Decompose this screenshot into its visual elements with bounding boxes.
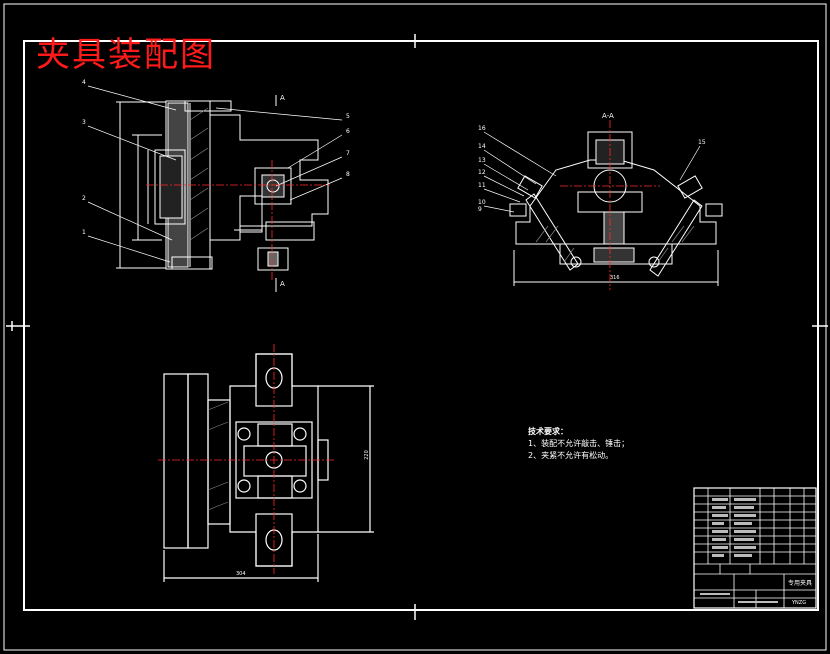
front-centerlines	[146, 160, 330, 280]
balloon-9: 9	[478, 206, 482, 213]
section-label: A-A	[602, 112, 614, 120]
tech-notes-heading: 技术要求：	[528, 427, 568, 436]
balloon-6: 6	[346, 128, 350, 135]
view-marker-top: A	[280, 94, 285, 102]
balloon-3: 3	[82, 119, 86, 126]
section-centerlines	[560, 120, 660, 290]
balloon-2: 2	[82, 195, 86, 202]
balloon-11: 11	[478, 182, 486, 189]
title-block-fill	[700, 498, 778, 603]
balloon-8: 8	[346, 171, 350, 178]
section-view	[483, 131, 723, 286]
dim-right-height: 220	[363, 450, 370, 460]
title-block-name: 专用夹具	[788, 580, 813, 587]
balloon-10: 10	[478, 199, 486, 206]
top-view	[163, 353, 374, 582]
technical-notes: 技术要求： 1、装配不允许敲击、锤击； 2、夹紧不允许有松动。	[528, 426, 629, 462]
dim-bottom-width: 304	[236, 571, 246, 577]
balloon-15: 15	[698, 139, 706, 146]
balloon-14: 14	[478, 143, 486, 150]
dim-section-width: 316	[610, 275, 620, 281]
balloon-7: 7	[346, 150, 350, 157]
view-marker-bottom: A	[280, 280, 285, 288]
balloon-12: 12	[478, 169, 486, 176]
front-view	[87, 85, 343, 292]
top-centerlines	[158, 344, 334, 574]
inner-frame	[23, 40, 819, 611]
balloon-13: 13	[478, 157, 486, 164]
drawing-title: 夹具装配图	[36, 35, 216, 75]
outer-frame	[3, 3, 827, 651]
balloon-16: 16	[478, 125, 486, 132]
tech-note-1: 1、装配不允许敲击、锤击；	[528, 439, 630, 448]
tech-note-2: 2、夹紧不允许有松动。	[528, 451, 614, 460]
title-block	[693, 487, 817, 609]
balloon-1: 1	[82, 229, 86, 236]
balloon-5: 5	[346, 113, 350, 120]
title-block-code: YNZG	[792, 600, 807, 606]
centering-marks	[6, 34, 828, 620]
balloon-4: 4	[82, 79, 86, 86]
